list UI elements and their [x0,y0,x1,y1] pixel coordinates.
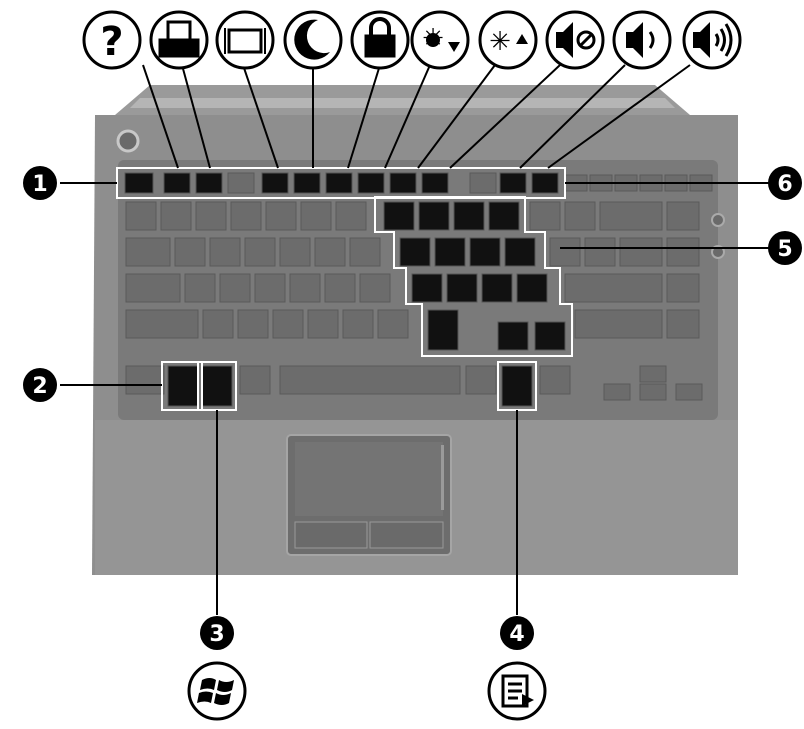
callout-6: 6 [768,166,802,200]
touchpad-right-button [370,522,443,548]
function-icons: ? ✳ [84,12,740,68]
callout-5-label: 5 [777,237,792,262]
volume-up-icon [684,12,740,68]
fn-key [168,366,198,406]
applications-menu-icon [489,663,545,719]
fn-esc-key [125,173,153,193]
windows-logo-icon [189,663,245,719]
windows-key [202,366,232,406]
sleep-icon [285,12,341,68]
callout-3-label: 3 [209,622,224,647]
volume-down-icon [614,12,670,68]
callout-6-label: 6 [777,172,792,197]
brightness-up-icon: ✳ [480,12,536,68]
callout-4-label: 4 [509,622,524,647]
svg-text:✳: ✳ [422,24,444,54]
svg-text:?: ? [100,19,123,65]
callout-2-label: 2 [32,374,47,399]
touchpad [287,435,451,555]
lock-icon [352,12,408,68]
callout-1: 1 [23,166,57,200]
mute-icon [547,12,603,68]
display-switch-icon [217,12,273,68]
touchpad-left-button [295,522,367,548]
callout-4: 4 [500,616,534,650]
brightness-down-icon: ✳ [412,12,468,68]
callout-3: 3 [200,616,234,650]
applications-key [502,366,532,406]
callout-5: 5 [768,231,802,265]
svg-text:✳: ✳ [489,27,511,57]
callout-1-label: 1 [32,172,47,197]
callout-2: 2 [23,368,57,402]
print-icon [151,12,207,68]
power-button [118,131,138,151]
help-icon: ? [84,12,140,68]
